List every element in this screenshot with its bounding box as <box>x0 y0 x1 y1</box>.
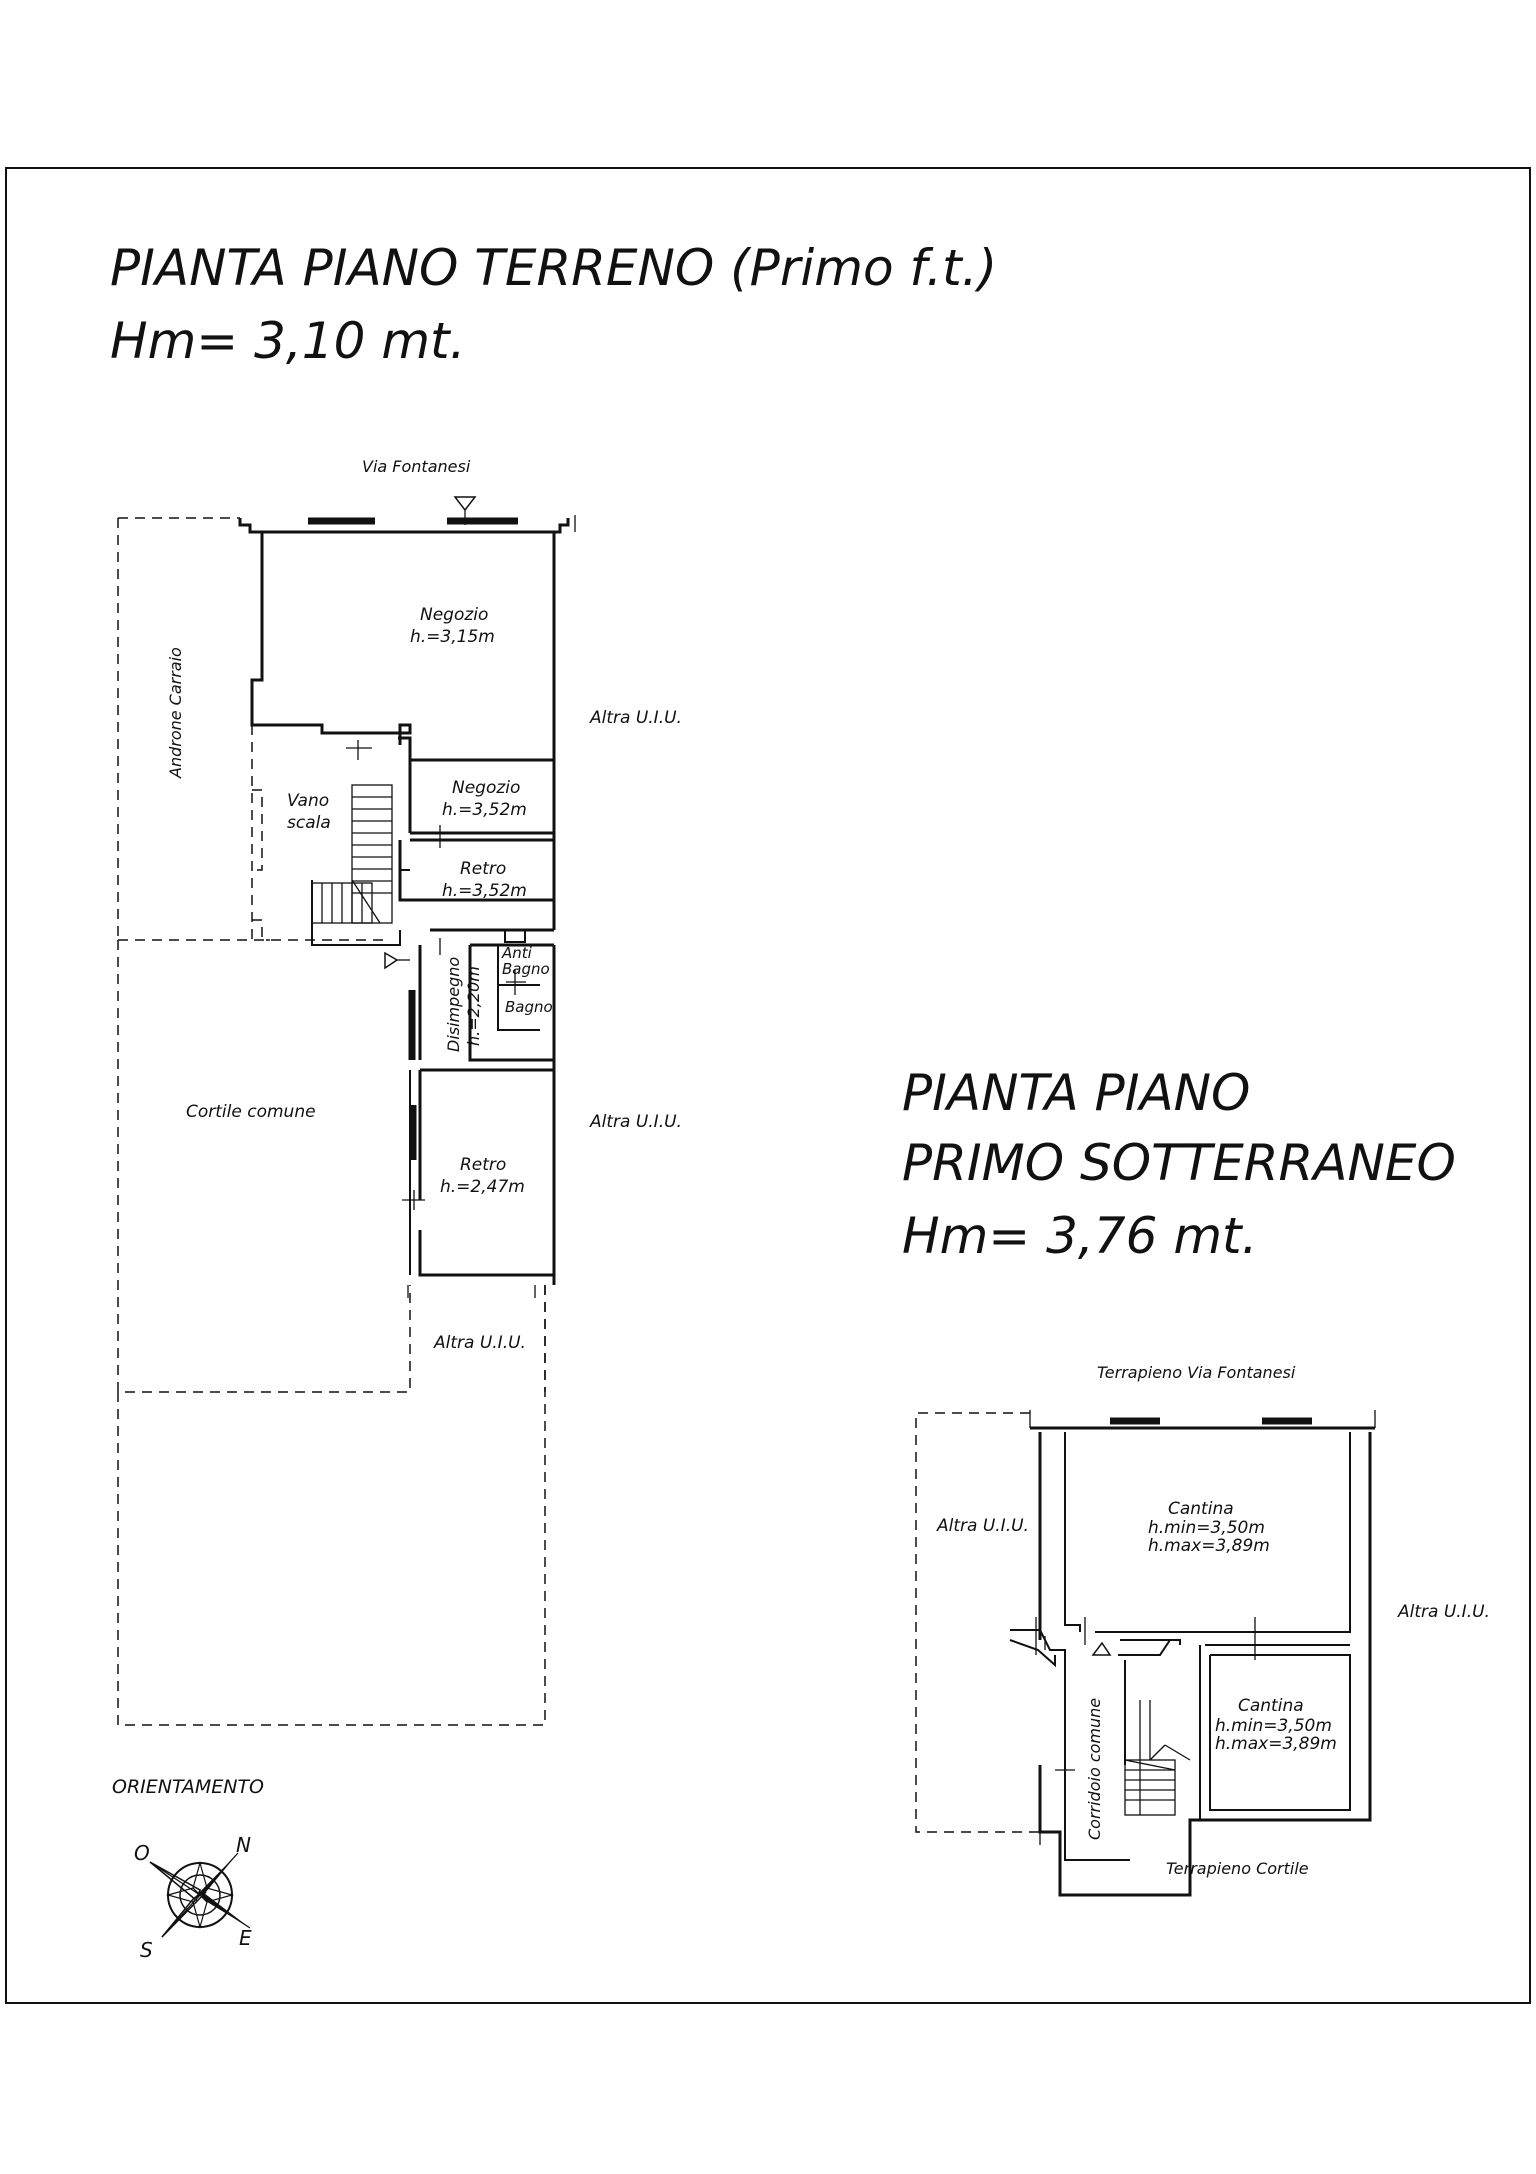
anti-bagno-line1: Anti <box>501 944 533 962</box>
cantina-lower-name: Cantina <box>1238 1696 1304 1716</box>
cantina-lower-hmax: h.max=3,89m <box>1215 1734 1337 1754</box>
disimpegno-height: h.=2,20m <box>464 966 483 1046</box>
basement-plan: Terrapieno Via Fontanesi <box>915 1363 1490 1897</box>
ground-floor-plan: Via Fontanesi <box>117 457 682 1726</box>
compass-north: N <box>236 1833 251 1857</box>
altra-uiu-2: Altra U.I.U. <box>589 1112 682 1132</box>
compass-south: S <box>140 1938 153 1962</box>
altra-uiu-3: Altra U.I.U. <box>433 1333 526 1353</box>
ground-floor-height: Hm= 3,10 mt. <box>110 312 466 370</box>
negozio-small-height: h.=3,52m <box>442 800 527 820</box>
cantina-upper-name: Cantina <box>1168 1499 1234 1519</box>
retro-lower-height: h.=2,47m <box>440 1177 525 1197</box>
cantina-upper-hmin: h.min=3,50m <box>1148 1518 1265 1538</box>
corridoio-label: Corridoio comune <box>1085 1698 1104 1840</box>
androne-label: Androne Carraio <box>166 647 185 779</box>
negozio-main-name: Negozio <box>420 605 488 625</box>
vano-scala-line1: Vano <box>287 791 329 811</box>
retro-lower-name: Retro <box>460 1155 506 1175</box>
compass-west: O <box>134 1841 150 1865</box>
cantina-lower-hmin: h.min=3,50m <box>1215 1716 1332 1736</box>
compass-east: E <box>239 1926 252 1950</box>
terrapieno-bottom-label: Terrapieno Cortile <box>1166 1859 1309 1878</box>
ground-floor-title: PIANTA PIANO TERRENO (Primo f.t.) <box>110 239 997 297</box>
basement-staircase <box>1124 1700 1191 1816</box>
street-label: Via Fontanesi <box>362 457 471 476</box>
staircase <box>311 740 401 946</box>
anti-bagno-line2: Bagno <box>502 960 550 978</box>
altra-uiu-1: Altra U.I.U. <box>589 708 682 728</box>
drawing-frame <box>5 167 1531 2004</box>
orientation-compass: ORIENTAMENTO N O S E <box>112 1776 264 1962</box>
basement-title-line3: Hm= 3,76 mt. <box>902 1207 1258 1265</box>
basement-altra-left: Altra U.I.U. <box>936 1516 1029 1536</box>
entrance-marker <box>453 496 477 512</box>
retro-upper-height: h.=3,52m <box>442 881 527 901</box>
vano-scala-line2: scala <box>287 813 331 833</box>
basement-title-line1: PIANTA PIANO <box>902 1064 1250 1122</box>
orientation-label: ORIENTAMENTO <box>112 1776 264 1798</box>
negozio-main-height: h.=3,15m <box>410 627 495 647</box>
bagno-label: Bagno <box>505 998 553 1016</box>
basement-altra-right: Altra U.I.U. <box>1397 1602 1490 1622</box>
compass-rose-icon <box>149 1852 251 1938</box>
disimpegno-name: Disimpegno <box>444 957 463 1052</box>
basement-entrance-marker <box>1091 1641 1112 1656</box>
retro-upper-name: Retro <box>460 859 506 879</box>
door-marker <box>384 951 399 970</box>
cortile-label: Cortile comune <box>186 1102 316 1122</box>
cantina-upper-hmax: h.max=3,89m <box>1148 1536 1270 1556</box>
terrapieno-top-label: Terrapieno Via Fontanesi <box>1097 1363 1296 1382</box>
basement-title-line2: PRIMO SOTTERRANEO <box>902 1134 1456 1192</box>
negozio-small-name: Negozio <box>452 778 520 798</box>
